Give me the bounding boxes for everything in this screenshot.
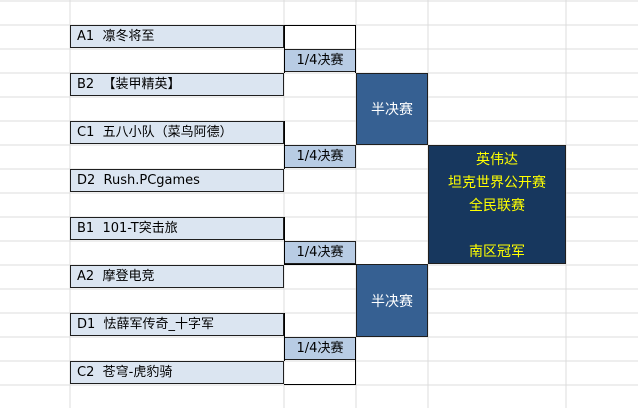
- team-slot-b1: B1 101-T突击旅: [70, 217, 284, 240]
- quarterfinal-label-2: 1/4决赛: [284, 145, 356, 168]
- team-name: 【装甲精英】: [102, 77, 181, 92]
- final-sponsor: 英伟达: [476, 152, 518, 168]
- team-seed: D1: [77, 317, 96, 332]
- team-seed: A1: [77, 29, 95, 44]
- team-name: 凛冬将至: [102, 29, 155, 44]
- bracket-line: [284, 264, 356, 265]
- team-seed: A2: [77, 269, 95, 284]
- team-name: 五八小队（菜鸟阿德）: [102, 125, 233, 140]
- team-slot-a2: A2 摩登电竞: [70, 265, 284, 288]
- semifinal-box-1: 半决赛: [356, 73, 428, 145]
- quarterfinal-label-1: 1/4决赛: [284, 49, 356, 72]
- bracket-line: [355, 25, 356, 73]
- team-slot-b2: B2 【装甲精英】: [70, 73, 284, 96]
- team-name: 苍穹-虎豹骑: [102, 365, 173, 380]
- team-seed: B1: [77, 221, 95, 236]
- bracket-line: [284, 25, 356, 26]
- team-seed: D2: [77, 173, 96, 188]
- final-event: 坦克世界公开赛: [448, 175, 546, 191]
- team-name: 怯薛军传奇_十字军: [103, 317, 215, 332]
- team-slot-c2: C2 苍穹-虎豹骑: [70, 361, 284, 384]
- bracket-line: [284, 384, 356, 385]
- quarterfinal-label-4: 1/4决赛: [284, 337, 356, 360]
- bracket-line: [284, 313, 285, 361]
- team-slot-a1: A1 凛冬将至: [70, 25, 284, 48]
- team-seed: C2: [77, 365, 95, 380]
- team-name: 101-T突击旅: [102, 221, 178, 236]
- team-slot-c1: C1 五八小队（菜鸟阿德）: [70, 121, 284, 144]
- final-league: 全民联赛: [469, 198, 525, 214]
- team-seed: C1: [77, 125, 95, 140]
- team-seed: B2: [77, 77, 95, 92]
- team-slot-d2: D2 Rush.PCgames: [70, 169, 284, 192]
- bracket-line: [284, 217, 285, 265]
- bracket-line: [284, 25, 285, 73]
- bracket-line: [284, 121, 285, 169]
- semifinal-box-2: 半决赛: [356, 264, 428, 337]
- final-title: 南区冠军: [469, 244, 525, 260]
- team-name: Rush.PCgames: [103, 173, 200, 188]
- team-slot-d1: D1 怯薛军传奇_十字军: [70, 313, 284, 336]
- bracket-line: [355, 337, 356, 385]
- semifinal-label: 半决赛: [371, 293, 413, 310]
- quarterfinal-label-3: 1/4决赛: [284, 241, 356, 264]
- team-name: 摩登电竞: [102, 269, 155, 284]
- final-champion-box: 英伟达 坦克世界公开赛 全民联赛 南区冠军: [428, 145, 566, 264]
- semifinal-label: 半决赛: [371, 102, 413, 118]
